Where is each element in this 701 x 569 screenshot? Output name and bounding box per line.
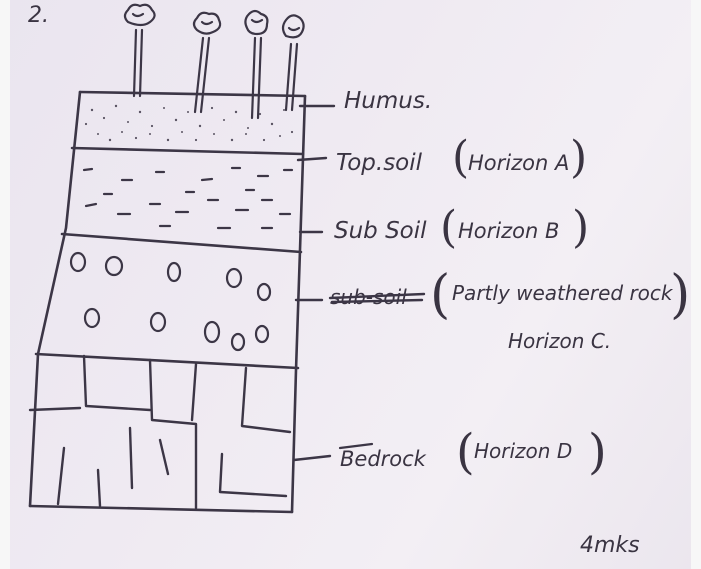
label-subsoil-horizon: Horizon B — [458, 219, 559, 243]
paren-open-subsoil: ( — [440, 202, 457, 253]
label-bedrock-horizon: Horizon D — [474, 439, 572, 463]
paren-close-topsoil: ) — [570, 132, 587, 183]
horizon-c-pebbles — [71, 253, 270, 350]
boundary-horizonC-bedrock — [36, 354, 298, 368]
topsoil-stipple — [85, 105, 293, 141]
humus-top-line — [80, 92, 305, 96]
subsoil-dashes — [84, 168, 292, 228]
paren-open-topsoil: ( — [452, 132, 469, 183]
label-horizon-c-desc-2: Horizon C. — [508, 329, 611, 353]
label-topsoil-horizon: Horizon A — [468, 151, 569, 175]
boundary-subsoil-horizonC — [62, 234, 301, 252]
bedrock-leader — [294, 456, 330, 460]
paren-open-bedrock: ( — [456, 424, 475, 480]
label-marks: 4mks — [580, 533, 640, 558]
paren-open-horizon-c: ( — [430, 265, 450, 325]
label-bedrock: Bedrock — [340, 447, 427, 471]
plants — [125, 5, 304, 118]
label-humus: Humus. — [344, 88, 432, 114]
paren-close-horizon-c: ) — [670, 265, 690, 325]
boundary-topsoil-subsoil — [72, 148, 303, 154]
label-horizon-c-desc-1: Partly weathered rock — [452, 281, 674, 305]
paren-close-bedrock: ) — [588, 424, 607, 480]
question-number: 2. — [28, 3, 49, 28]
label-topsoil: Top.soil — [336, 150, 423, 176]
left-wall — [30, 92, 80, 506]
label-subsoil: Sub Soil — [334, 218, 427, 244]
paren-close-subsoil: ) — [572, 202, 589, 253]
right-wall — [292, 96, 305, 512]
plant-3 — [245, 11, 267, 118]
plant-1 — [125, 5, 155, 96]
profile-frame — [30, 92, 305, 512]
profile-bottom-line — [30, 506, 292, 512]
plant-2 — [194, 13, 220, 112]
bedrock-cracks — [30, 356, 290, 508]
